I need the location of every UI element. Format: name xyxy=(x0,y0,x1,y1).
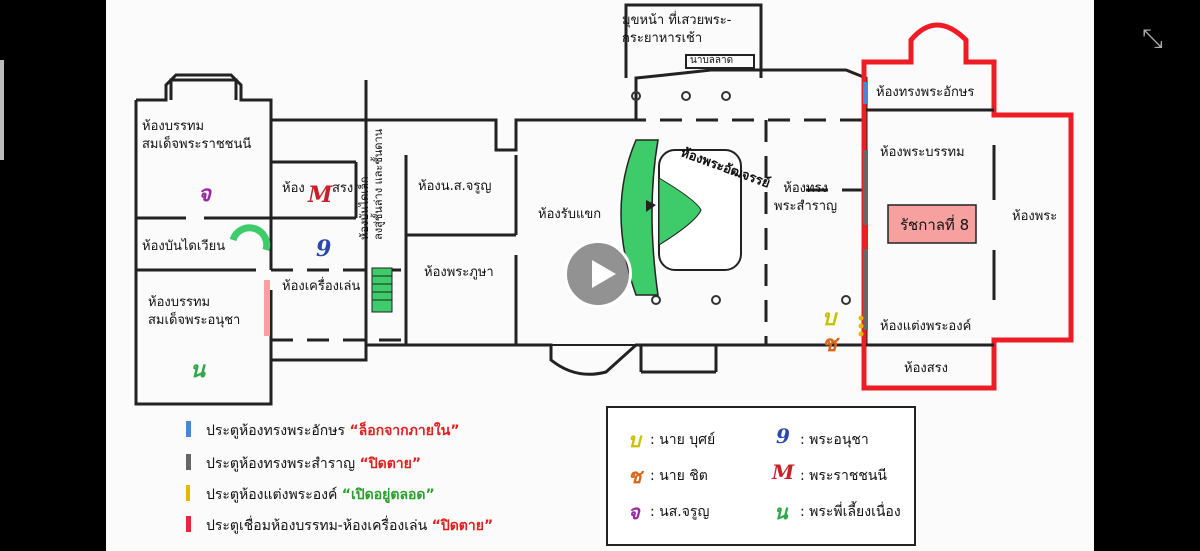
but-symbol: บ xyxy=(822,305,836,331)
legend-bar-bath xyxy=(186,454,191,470)
royal-bedroom-label: ห้องพระบรรทม xyxy=(880,145,965,160)
dressing-room-label: ห้องแต่งพระองค์ xyxy=(880,319,972,334)
fullscreen-icon[interactable]: ⤡ xyxy=(1142,24,1163,54)
legend-symbol-charoon: จ xyxy=(628,500,640,524)
balcony-sign: นาบลลาด xyxy=(690,55,734,66)
legend-name-brother: : พระอนุชา xyxy=(800,432,869,448)
chit-symbol: ช xyxy=(822,331,837,357)
legend-name-chit: : นาย ชิต xyxy=(650,468,708,484)
legend-item-study: ประตูห้องทรงพระอักษร “ล็อกจากภายใน” xyxy=(206,423,460,439)
playroom-label: ห้องเครื่องเล่น xyxy=(282,279,361,294)
play-button[interactable] xyxy=(564,240,632,308)
spiral-stair-label: ห้องบันไดเวียน xyxy=(142,239,226,254)
nanny-symbol: น xyxy=(190,357,206,383)
legend-bar-dressing xyxy=(186,485,190,501)
legend-bar-connect xyxy=(186,516,191,532)
legend-name-nanny: : พระพี่เลี้ยงเนื่อง xyxy=(800,504,901,520)
legend-bar-study xyxy=(186,421,191,437)
people-legend: บ : นาย บุศย์ ช : นาย ชิต จ : นส.จรูญ 9 … xyxy=(606,406,916,546)
right-restroom-label: ห้องสรง xyxy=(904,361,948,376)
legend-name-charoon: : นส.จรูญ xyxy=(650,504,710,520)
legend-name-mother: : พระราชชนนี xyxy=(800,468,887,484)
legend-item-bath: ประตูห้องทรงพระสำราญ “ปิดตาย” xyxy=(206,456,422,472)
reception-room-label: ห้องรับแขก xyxy=(538,207,602,222)
queen-mother-bedroom-label: ห้องบรรทม สมเด็จพระราชชนนี xyxy=(142,119,252,152)
chamberlain-symbol: จ xyxy=(198,181,211,207)
reign-box-label: รัชกาลที่ 8 xyxy=(900,216,970,234)
window-edge xyxy=(0,60,4,160)
legend-item-connect: ประตูเชื่อมห้องบรรทม-ห้องเครื่องเล่น “ปิ… xyxy=(206,518,494,534)
study-door-marker xyxy=(863,82,868,104)
study-room-label: ห้องทรงพระอักษร xyxy=(876,85,975,100)
breakfast-porch-label: มุขหน้า ที่เสวยพระ- กระยาหารเช้า xyxy=(622,13,732,46)
legend-symbol-chit: ช xyxy=(628,464,642,488)
legend-symbol-mother: M xyxy=(772,460,795,484)
mother-symbol: M xyxy=(308,182,333,208)
legend-symbol-brother: 9 xyxy=(776,424,790,448)
legend-symbol-nanny: น xyxy=(774,500,788,524)
bath-room-label: ห้องทรง พระสำราญ xyxy=(774,181,838,214)
chamberlain-room-label: ห้องน.ส.จรูญ xyxy=(418,179,492,194)
left-restroom-label-b: สรง xyxy=(332,181,354,196)
legend-item-dressing: ประตูห้องแต่งพระองค์ “เปิดอยู่ตลอด” xyxy=(206,487,435,503)
floor-plan xyxy=(134,3,1074,406)
left-restroom-label-a: ห้อง xyxy=(282,181,305,196)
video-frame[interactable]: ห้องบรรทม สมเด็จพระราชชนนี ห้องบันไดเวีย… xyxy=(106,0,1094,551)
royal-bedroom-cut-label: ห้องพระ xyxy=(1012,209,1058,224)
legend-symbol-but: บ xyxy=(628,428,641,452)
small-stair-label: ห้องบันไดเล็ก ลงสู่ชั้นล่าง และชั้นดาน xyxy=(358,128,385,240)
prayer-room-label: ห้องพระภูษา xyxy=(424,265,494,280)
legend-name-but: : นาย บุศย์ xyxy=(650,432,716,448)
brother-symbol: 9 xyxy=(316,236,332,262)
brother-bedroom-label: ห้องบรรทม สมเด็จพระอนุชา xyxy=(148,295,241,328)
